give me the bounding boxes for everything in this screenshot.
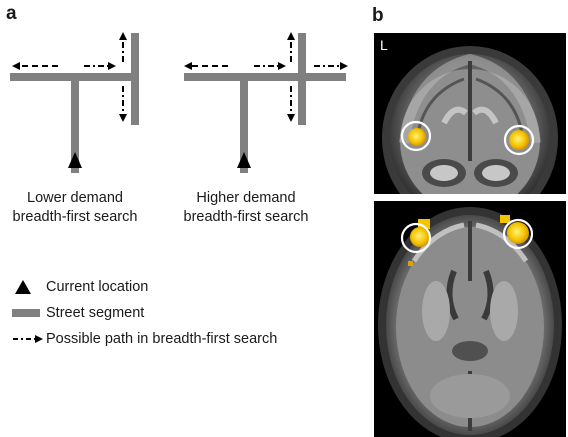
legend-current-location-label: Current location [46,279,149,295]
legend-street-segment: Street segment [12,303,144,323]
circle-left [400,222,432,254]
current-location-marker [68,152,82,168]
lower-demand-caption-line1: Lower demand [27,190,123,206]
panel-a-label: a [6,3,17,24]
legend-possible-path: Possible path in breadth-first search [12,329,277,349]
lower-demand-caption: Lower demand breadth-first search [0,189,150,227]
panel-b-label: b [372,5,384,26]
higher-demand-caption-line1: Higher demand [196,190,296,206]
circle-right [502,218,534,250]
higher-demand-caption: Higher demand breadth-first search [166,189,326,227]
lower-demand-diagram [10,32,139,173]
higher-demand-caption-line2: breadth-first search [183,209,309,225]
street-vertical-right [298,33,306,125]
street-vertical-stem [71,77,79,173]
street-segment-icon [12,304,46,322]
activation-left [410,227,430,247]
legend-street-segment-label: Street segment [46,305,145,321]
street-horizontal [184,73,346,81]
activation-right [509,130,529,150]
lower-demand-caption-line2: breadth-first search [12,209,138,225]
activation-right-upper [500,215,510,223]
activation-left-small [408,261,413,266]
triangle-icon [12,278,46,296]
activation-right [507,222,529,244]
brain-axial-slice [374,201,566,437]
current-location-marker [237,152,251,168]
legend-possible-path-label: Possible path in breadth-first search [46,331,278,347]
dash-dot-arrow-icon [12,330,46,348]
circle-right [503,124,535,156]
circle-left [400,120,432,152]
higher-demand-diagram [184,32,348,173]
street-vertical-right [131,33,139,125]
activation-left [408,128,426,146]
legend-current-location: Current location [12,277,148,297]
street-vertical-stem [240,77,248,173]
left-hemisphere-label: L [380,37,388,53]
activation-left-upper [418,219,430,229]
brain-coronal-slice: L [374,33,566,194]
